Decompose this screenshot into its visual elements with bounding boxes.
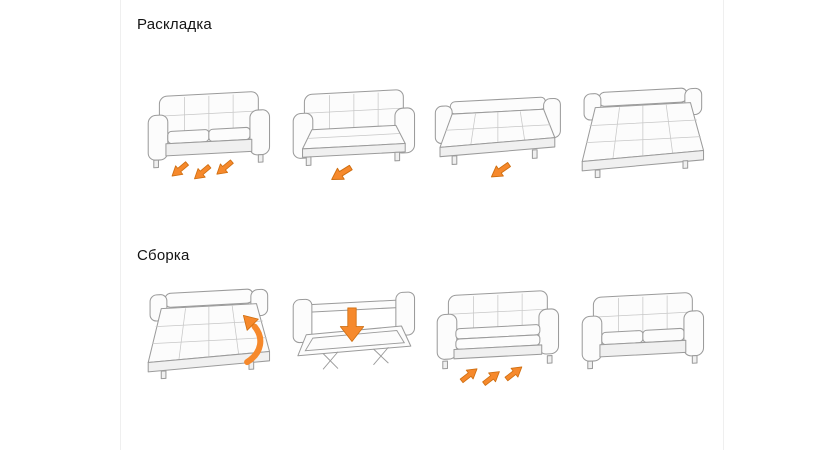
sofa-body (436, 290, 560, 370)
bed-fully-unfolded-illustration (581, 87, 705, 179)
unfold-step-1 (137, 79, 277, 189)
sofa-assembled-pullout-illustration (147, 91, 271, 180)
pull-out-arrow-icon (330, 164, 353, 180)
fold-step-2 (282, 280, 422, 390)
sofa-body (435, 96, 562, 165)
unfold-step-2 (282, 79, 422, 189)
unfold-step-4 (571, 79, 711, 189)
sofa-assembled-illustration (581, 292, 705, 370)
fold-step-4 (571, 280, 711, 390)
sofa-body (581, 292, 705, 370)
bed-body (147, 288, 271, 380)
frame-body (292, 291, 415, 370)
assembly-instruction-sheet: Раскладка (120, 0, 724, 450)
section-title-fold: Сборка (137, 247, 190, 264)
sofa-push-seat-in-illustration (436, 290, 560, 386)
fold-step-3 (426, 280, 566, 390)
section-title-unfold: Раскладка (137, 16, 212, 33)
sofa-body (147, 91, 271, 169)
bed-lift-edge-illustration (147, 288, 271, 380)
pull-out-arrows-icon (171, 159, 234, 180)
push-in-arrows-icon (460, 366, 523, 386)
lift-up-curved-arrow-icon (242, 314, 264, 366)
sofa-unfolding-flat-illustration (435, 96, 562, 178)
sofa-body (292, 89, 415, 167)
unfold-steps-row (137, 79, 711, 189)
unfold-step-3 (426, 79, 566, 189)
push-down-arrow-icon (339, 307, 364, 342)
pull-out-arrow-icon (491, 162, 512, 178)
bed-body (581, 87, 705, 179)
sofa-seat-extended-illustration (292, 89, 415, 180)
fold-step-1 (137, 280, 277, 390)
fold-steps-row (137, 280, 711, 390)
frame-push-down-illustration (292, 291, 415, 370)
